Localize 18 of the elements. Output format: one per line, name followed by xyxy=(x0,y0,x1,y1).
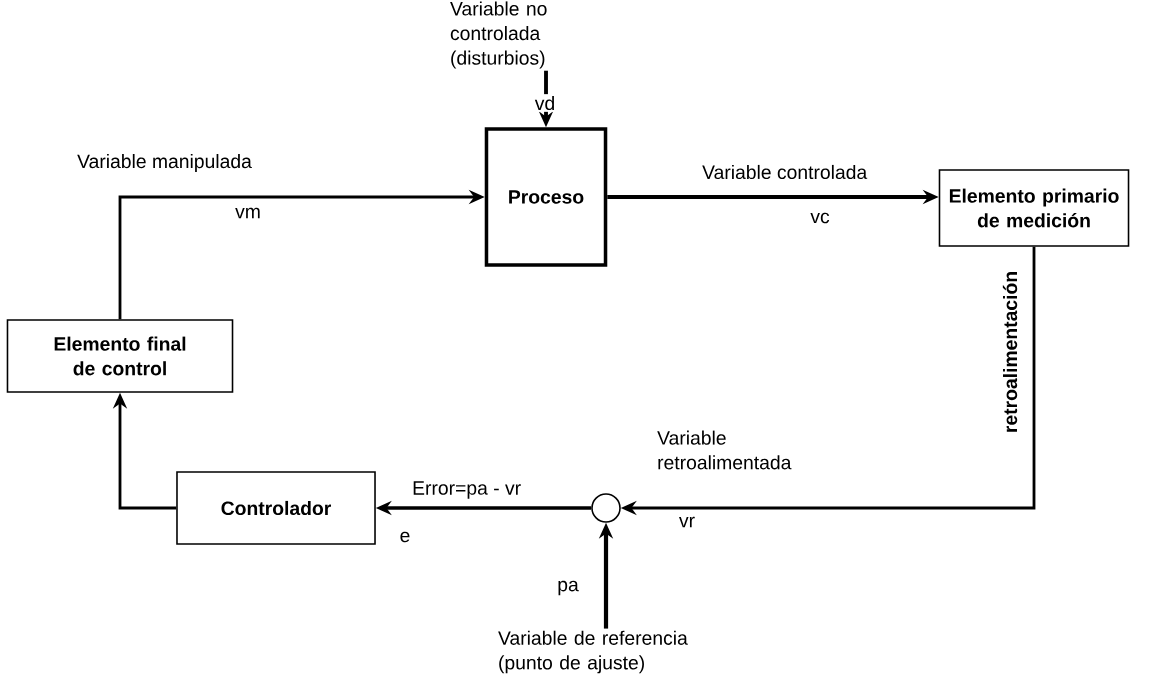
annotation-text: Error=pa - vr xyxy=(413,481,521,499)
edge-label: e xyxy=(397,529,413,545)
process-box: Elemento primario de medición xyxy=(938,169,1130,247)
input-text: Variable de referencia (punto de ajuste) xyxy=(498,630,688,674)
annotation-text: Variable retroalimentada xyxy=(657,430,792,470)
input-text: Variable no controlada (disturbios) xyxy=(450,1,547,69)
annotation-text: Variable controlada xyxy=(702,164,868,180)
process-box: Elemento final de control xyxy=(6,319,234,393)
process-box: Controlador xyxy=(176,471,376,545)
edge-label: vd xyxy=(533,94,557,112)
edge-label: vr xyxy=(677,515,697,529)
edge-label: pa xyxy=(555,579,581,597)
annotation-text: Variable manipulada xyxy=(77,154,252,172)
process-box: Proceso xyxy=(484,127,608,267)
edge-label: vc xyxy=(808,210,832,226)
annotation-text: retroalimentación xyxy=(1001,269,1019,435)
edge-label: vm xyxy=(233,206,263,220)
summing-junction xyxy=(591,493,621,523)
